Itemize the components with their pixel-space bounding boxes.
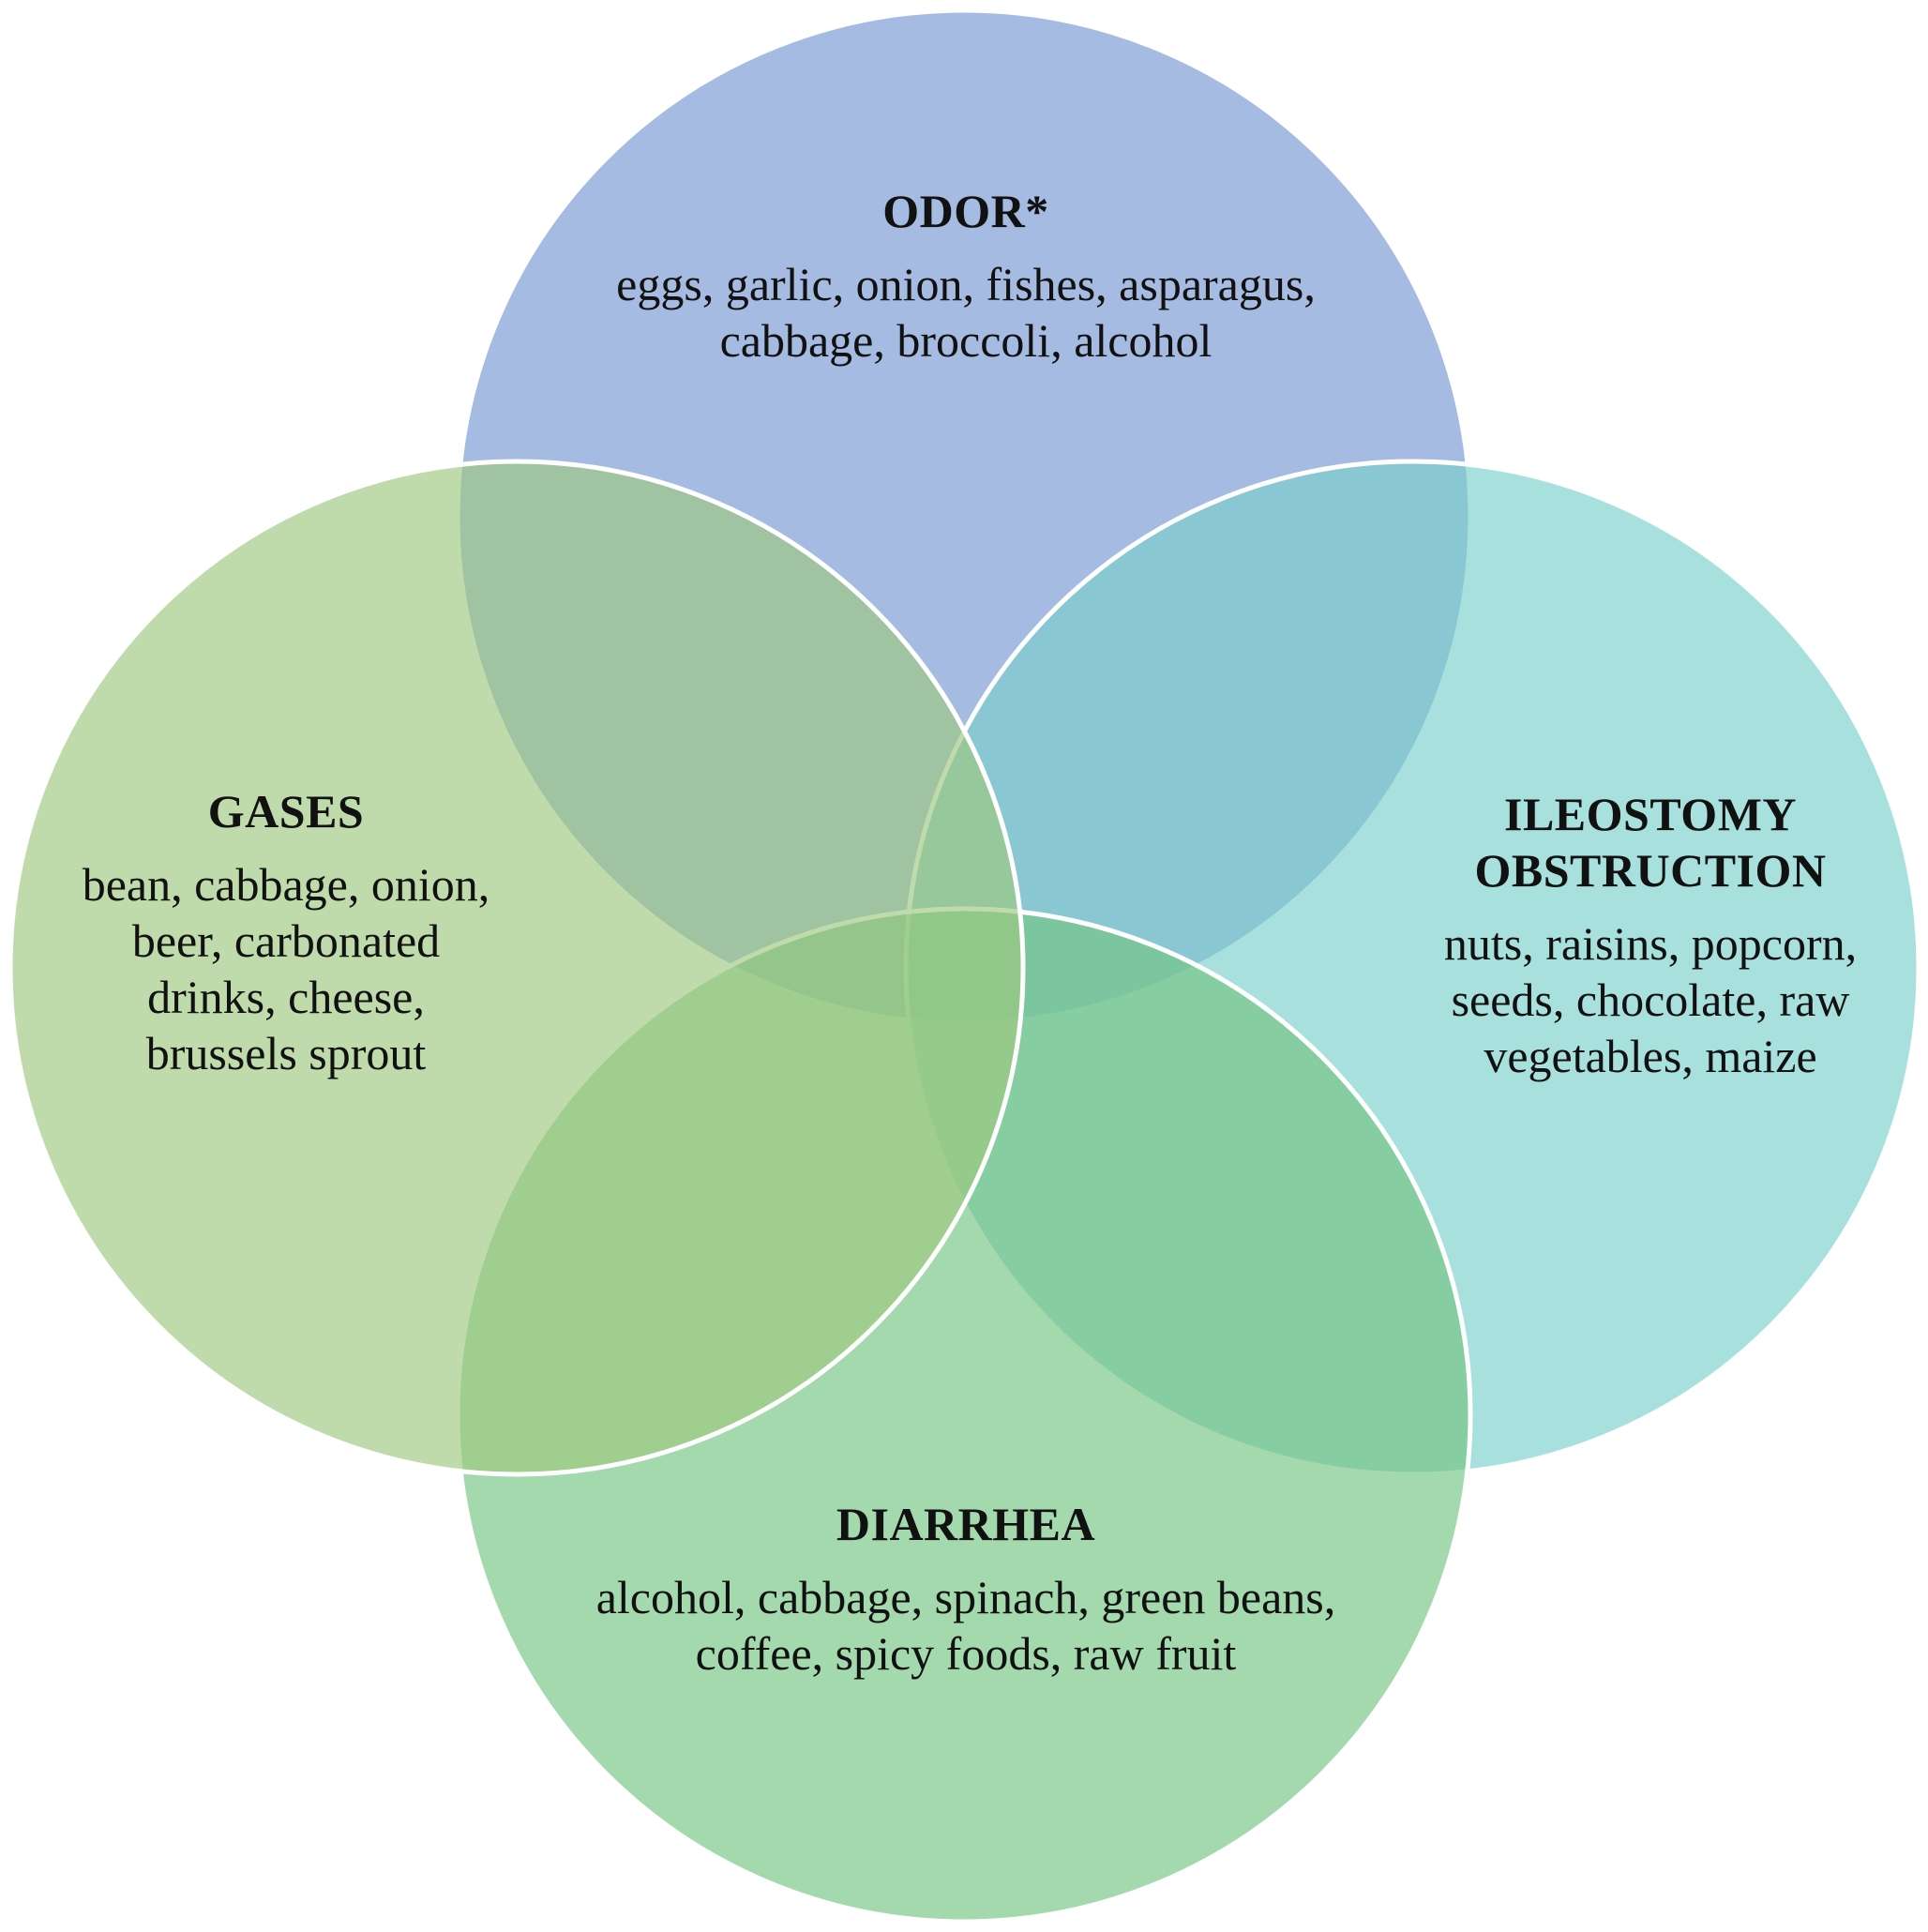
diarrhea-title: DIARRHEA xyxy=(836,1498,1096,1550)
ileostomy-obstruction-title: ILEOSTOMY OBSTRUCTION xyxy=(1474,788,1827,897)
diarrhea-items: alcohol, cabbage, spinach, green beans, … xyxy=(595,1571,1336,1680)
odor-items: eggs, garlic, onion, fishes, asparagus, … xyxy=(616,258,1316,367)
ileostomy-obstruction-label: ILEOSTOMY OBSTRUCTION nuts, raisins, pop… xyxy=(1425,786,1875,1084)
gases-title: GASES xyxy=(207,785,365,838)
ileostomy-obstruction-items: nuts, raisins, popcorn, seeds, chocolate… xyxy=(1443,917,1858,1082)
gases-circle xyxy=(8,459,1026,1477)
diarrhea-label: DIARRHEA alcohol, cabbage, spinach, gree… xyxy=(581,1496,1350,1682)
odor-title: ODOR* xyxy=(882,185,1049,237)
odor-label: ODOR* eggs, garlic, onion, fishes, aspar… xyxy=(600,183,1332,369)
gases-items: bean, cabbage, onion, beer, carbonated d… xyxy=(82,858,490,1079)
gases-label: GASES bean, cabbage, onion, beer, carbon… xyxy=(75,783,497,1081)
